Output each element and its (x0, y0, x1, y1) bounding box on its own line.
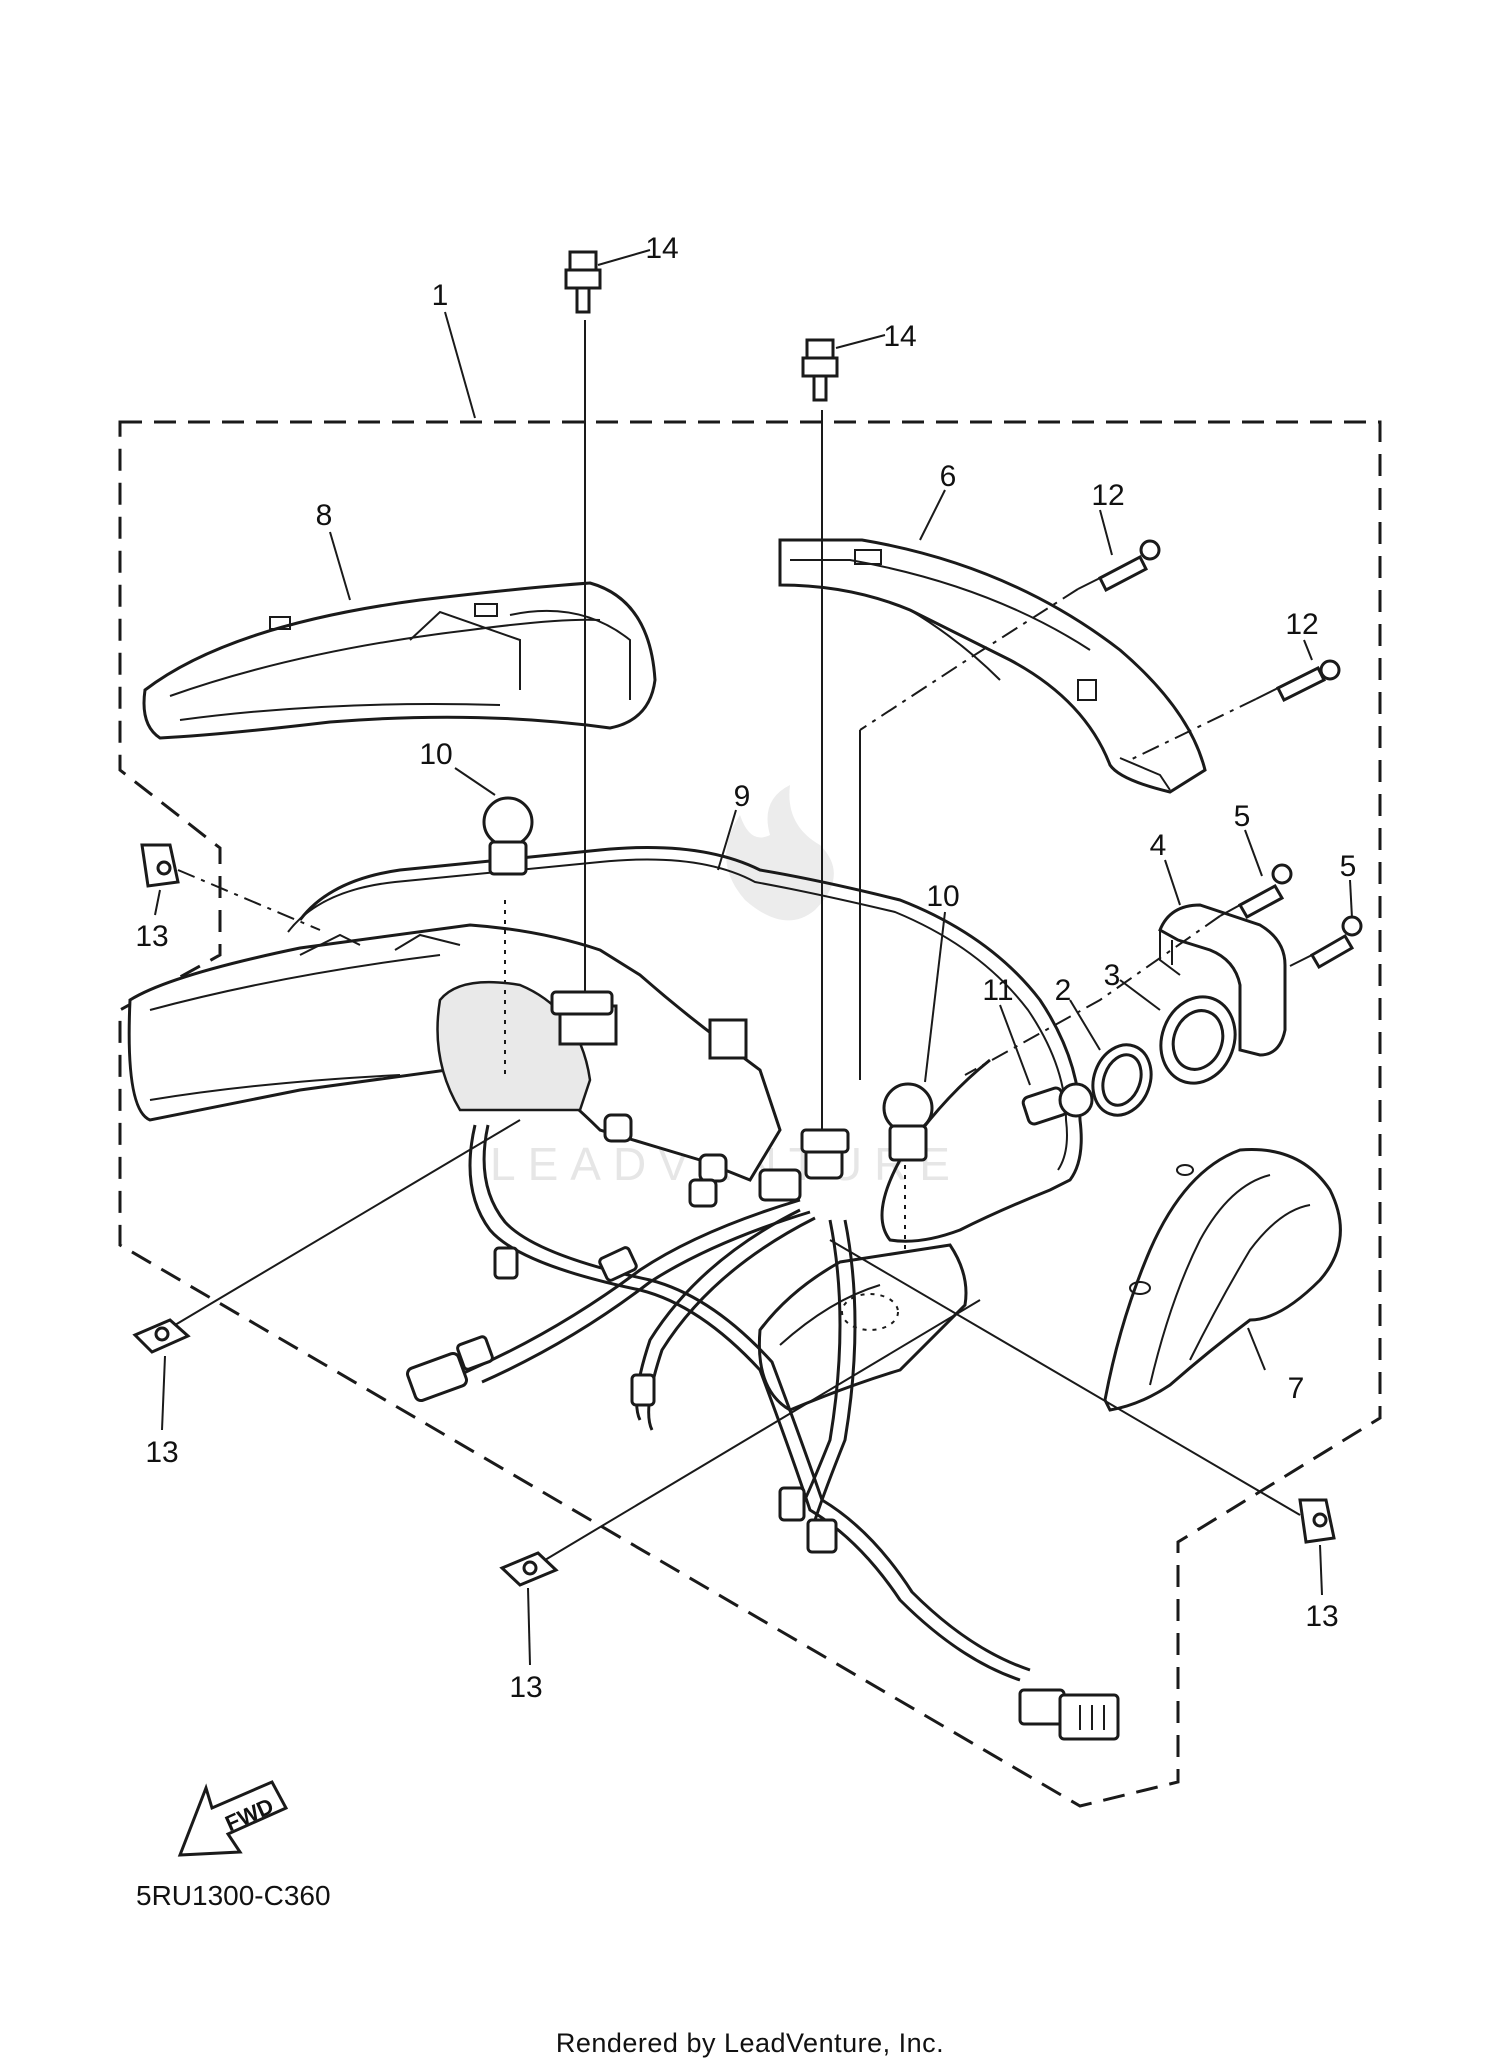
mount-tab-left (550, 990, 614, 1016)
assembly-boundary (118, 420, 1382, 1808)
part-13-clip-c (499, 1551, 559, 1587)
part-13-clip-b (132, 1318, 191, 1354)
leader-lines (154, 249, 1353, 1666)
callout-12a: 12 (1091, 479, 1124, 512)
fwd-arrow-icon: FWD (177, 1780, 289, 1857)
part-3-grommet (1159, 995, 1237, 1085)
callout-5b: 5 (1340, 850, 1357, 883)
part-10-bulb-left (482, 796, 534, 876)
part-5-screw-b (1289, 915, 1363, 970)
guide-screw-5 (964, 915, 1221, 1076)
part-2-ring (1091, 1043, 1153, 1117)
callout-9: 9 (734, 780, 751, 813)
guide-clip-13c (544, 1299, 981, 1561)
callout-5a: 5 (1234, 800, 1251, 833)
callout-7: 7 (1288, 1372, 1305, 1405)
right-lamp-unit (757, 1243, 968, 1412)
part-13-clip-d (1298, 1498, 1336, 1544)
callout-4: 4 (1150, 829, 1167, 862)
callout-14a: 14 (645, 232, 678, 265)
part-10-bulb-right (882, 1082, 934, 1162)
part-13-clip-a (140, 843, 180, 888)
callout-6: 6 (940, 460, 957, 493)
callout-13d: 13 (1305, 1600, 1338, 1633)
callout-13b: 13 (145, 1436, 178, 1469)
part-5-screw-a (1219, 863, 1293, 920)
callout-14b: 14 (883, 320, 916, 353)
guide-clip-13a (177, 869, 321, 931)
guide-clip-13b (174, 1119, 521, 1326)
callout-10a: 10 (419, 738, 452, 771)
wiring-harness (406, 1124, 1120, 1741)
diagram-code: 5RU1300-C360 (136, 1880, 331, 1911)
mount-tab-right (800, 1128, 850, 1154)
guide-screw-12a (859, 588, 1079, 731)
callout-11: 11 (982, 974, 1013, 1007)
part-14-bolt-left (564, 250, 602, 314)
tail-light-housing (127, 923, 782, 1183)
part-12-screw-a (1077, 539, 1161, 593)
part-11-bulb (1021, 1082, 1094, 1126)
part-14-bolt-right (801, 338, 839, 402)
callout-10b: 10 (926, 880, 959, 913)
part-7-right-lens (1103, 1148, 1342, 1412)
callout-3: 3 (1104, 959, 1121, 992)
guide-clip-13d (829, 1239, 1301, 1516)
part-4-bracket (1158, 903, 1287, 1057)
footer-credit: Rendered by LeadVenture, Inc. (555, 2028, 945, 2058)
guide-screw-12b (1129, 698, 1257, 761)
part-6-top-lens (778, 538, 1207, 794)
callout-8: 8 (316, 499, 333, 532)
callout-13c: 13 (509, 1671, 542, 1704)
callout-1: 1 (432, 279, 449, 312)
callout-13a: 13 (135, 920, 168, 953)
part-8-left-lens (142, 581, 657, 740)
callout-12b: 12 (1285, 608, 1318, 641)
part-12-screw-b (1255, 659, 1341, 703)
callout-2: 2 (1055, 974, 1072, 1007)
